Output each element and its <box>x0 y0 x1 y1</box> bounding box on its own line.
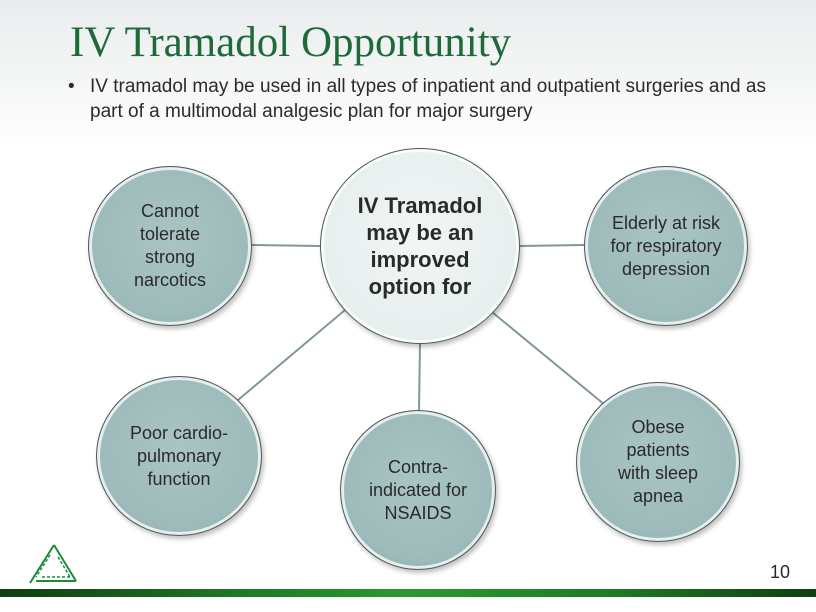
node-text: Obese patients with sleep apnea <box>617 417 699 506</box>
company-logo-icon <box>29 544 77 584</box>
bullet-icon: • <box>68 76 75 97</box>
node-circle: Obese patients with sleep apnea <box>576 382 740 542</box>
node-circle: Poor cardio-pulmonary function <box>96 376 262 536</box>
node-circle: Cannot tolerate strong narcotics <box>88 166 252 326</box>
connector-line <box>491 311 606 406</box>
footer-bar <box>0 589 816 597</box>
connector-line <box>519 244 585 247</box>
node-circle: Elderly at risk for respiratory depressi… <box>584 166 748 326</box>
connector-line <box>418 341 421 411</box>
page-number: 10 <box>769 562 790 582</box>
node-text: Poor cardio-pulmonary function <box>129 422 229 489</box>
connector-line <box>251 244 321 247</box>
bullet-point: • IV tramadol may be used in all types o… <box>68 74 788 124</box>
node-text: Contra-indicated for NSAIDS <box>368 456 468 523</box>
bullet-text: IV tramadol may be used in all types of … <box>90 76 766 122</box>
node-text: Elderly at risk for respiratory depressi… <box>610 212 722 279</box>
center-circle: IV Tramadol may be an improved option fo… <box>320 148 520 344</box>
connector-line <box>237 309 346 401</box>
node-text: Cannot tolerate strong narcotics <box>133 201 207 290</box>
center-text: IV Tramadol may be an improved option fo… <box>357 193 483 299</box>
slide-title: IV Tramadol Opportunity <box>70 19 512 66</box>
node-circle: Contra-indicated for NSAIDS <box>340 410 496 570</box>
